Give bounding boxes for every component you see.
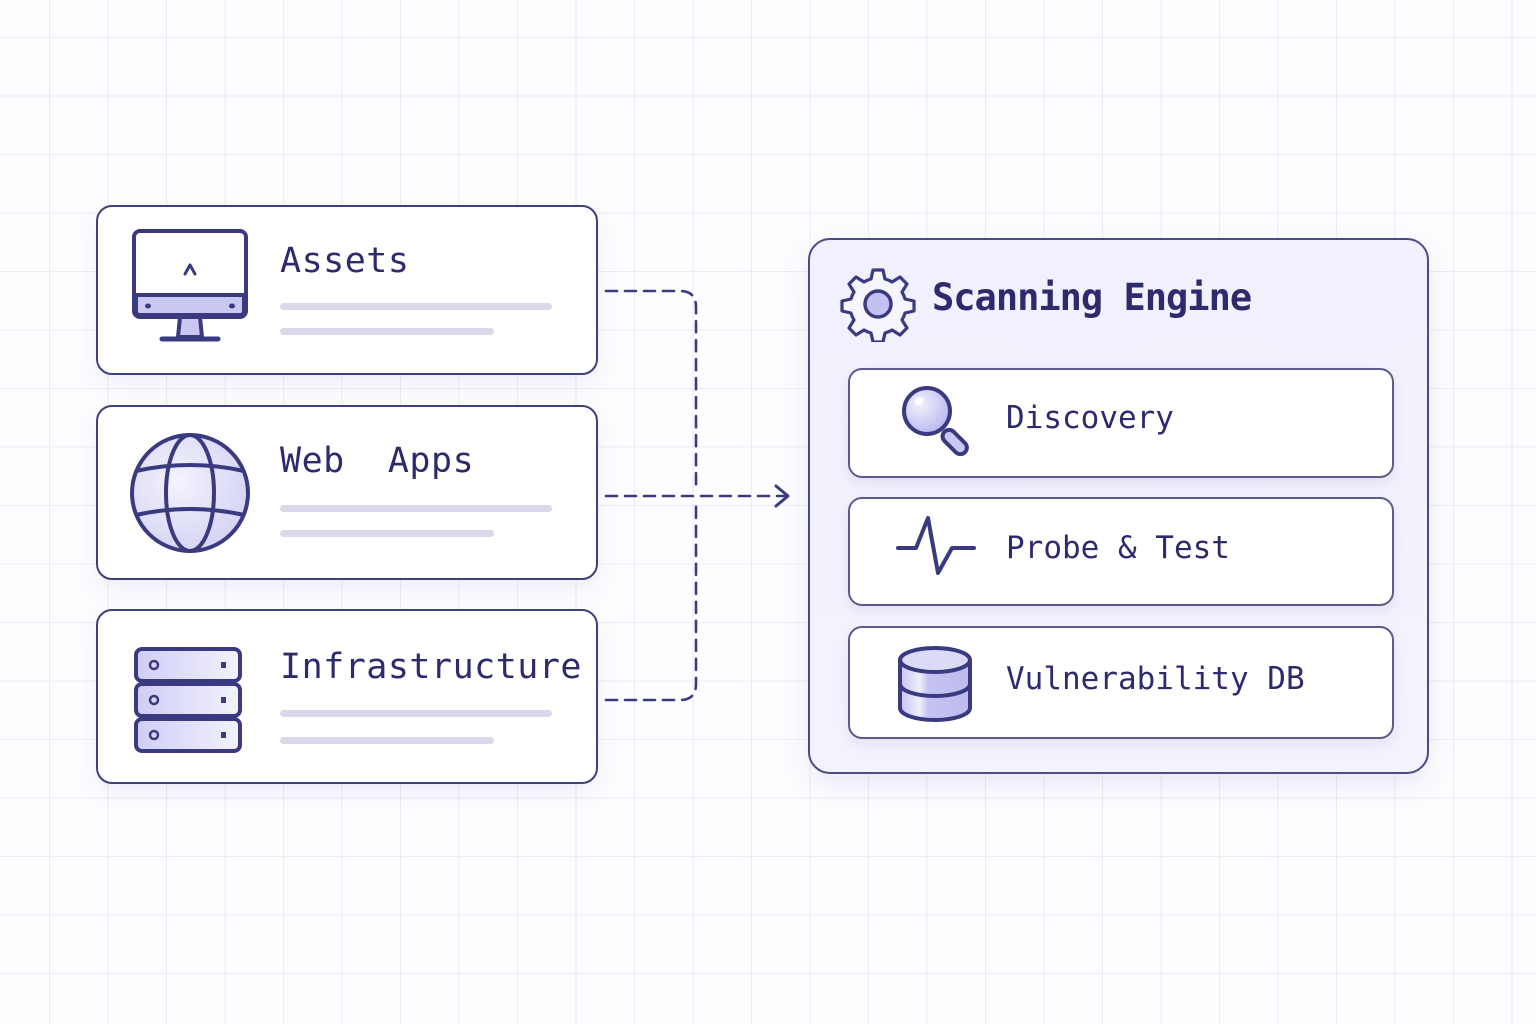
placeholder-line xyxy=(280,303,552,310)
source-card-assets[interactable]: Assets xyxy=(96,205,598,375)
source-card-title: Assets xyxy=(280,241,410,281)
source-card-title: Infrastructure xyxy=(280,647,583,687)
database-icon xyxy=(898,646,972,722)
engine-title: Scanning Engine xyxy=(932,276,1252,319)
placeholder-line xyxy=(280,737,494,744)
globe-icon xyxy=(130,433,250,553)
arrowhead-icon xyxy=(774,484,790,508)
monitor-icon xyxy=(132,229,248,342)
gear-icon xyxy=(840,268,916,342)
placeholder-line xyxy=(280,710,552,717)
scanning-engine-panel: Scanning Engine Discovery Probe & Test xyxy=(808,238,1429,774)
source-card-title: Web Apps xyxy=(280,441,475,481)
placeholder-line xyxy=(280,530,494,537)
pulse-icon xyxy=(896,516,976,575)
placeholder-line xyxy=(280,328,494,335)
connector-assets xyxy=(604,289,698,494)
source-card-infrastructure[interactable]: Infrastructure xyxy=(96,609,598,784)
stage-discovery[interactable]: Discovery xyxy=(848,368,1394,478)
stage-vulnerability-db[interactable]: Vulnerability DB xyxy=(848,626,1394,739)
source-card-web-apps[interactable]: Web Apps xyxy=(96,405,598,580)
stage-probe-and-test[interactable]: Probe & Test xyxy=(848,497,1394,606)
connector-infrastructure xyxy=(604,498,698,702)
placeholder-line xyxy=(280,505,552,512)
stage-label: Vulnerability DB xyxy=(1006,661,1305,697)
stage-label: Probe & Test xyxy=(1006,530,1230,566)
stage-label: Discovery xyxy=(1006,400,1174,436)
magnifier-icon xyxy=(902,386,969,457)
server-rack-icon xyxy=(134,647,242,753)
